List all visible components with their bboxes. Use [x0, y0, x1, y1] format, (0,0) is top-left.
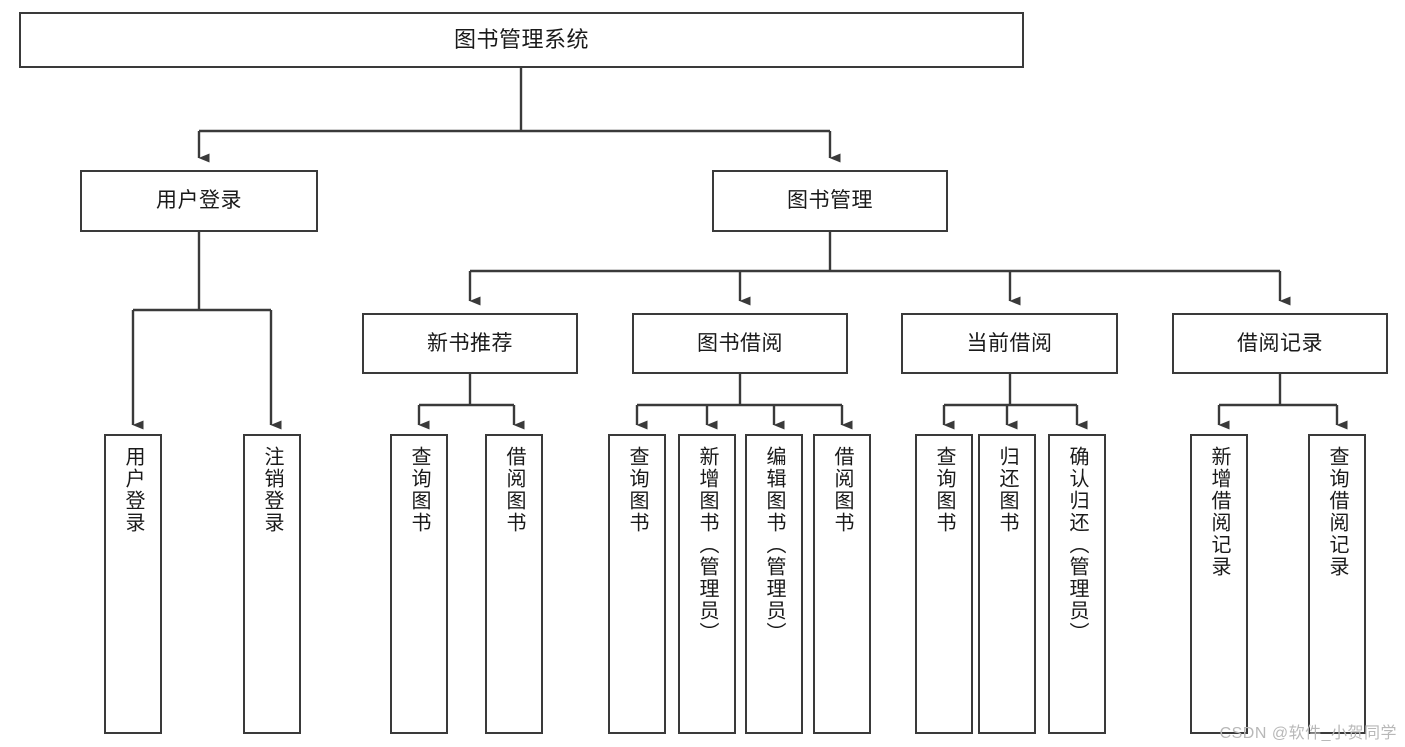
node-label: 确认归还（管理员）: [1066, 446, 1088, 644]
node-label: 图书管理: [787, 189, 873, 213]
leaf-borrow-edit-book[interactable]: 编辑图书（管理员）: [745, 434, 803, 734]
node-label: 新增图书（管理员）: [696, 446, 718, 644]
node-label: 图书管理系统: [453, 26, 589, 52]
node-label: 当前借阅: [966, 331, 1053, 355]
leaf-recommend-borrow-book[interactable]: 借阅图书: [485, 434, 543, 734]
node-label: 借阅图书: [503, 446, 525, 534]
leaf-borrow-query-book[interactable]: 查询图书: [608, 434, 666, 734]
leaf-current-return-book[interactable]: 归还图书: [978, 434, 1036, 734]
node-label: 用户登录: [122, 446, 144, 534]
node-label: 查询借阅记录: [1326, 446, 1348, 578]
node-book-management[interactable]: 图书管理: [712, 170, 948, 232]
leaf-user-login-login[interactable]: 用户登录: [104, 434, 162, 734]
node-label: 注销登录: [261, 446, 283, 534]
node-borrow-record[interactable]: 借阅记录: [1172, 313, 1388, 374]
node-label: 新增借阅记录: [1208, 446, 1230, 578]
node-label: 借阅记录: [1237, 331, 1323, 355]
node-label: 查询图书: [626, 446, 648, 534]
node-new-book-recommend[interactable]: 新书推荐: [362, 313, 578, 374]
node-label: 归还图书: [996, 446, 1018, 534]
leaf-recommend-query-book[interactable]: 查询图书: [390, 434, 448, 734]
node-label: 编辑图书（管理员）: [763, 446, 785, 644]
csdn-watermark: CSDN @软件_小贺同学: [1219, 725, 1397, 742]
leaf-current-query-book[interactable]: 查询图书: [915, 434, 973, 734]
leaf-current-confirm-return[interactable]: 确认归还（管理员）: [1048, 434, 1106, 734]
leaf-borrow-borrow-book[interactable]: 借阅图书: [813, 434, 871, 734]
node-label: 借阅图书: [831, 446, 853, 534]
node-label: 用户登录: [156, 189, 242, 213]
node-current-borrow[interactable]: 当前借阅: [901, 313, 1118, 374]
leaf-record-query-record[interactable]: 查询借阅记录: [1308, 434, 1366, 734]
node-book-borrow[interactable]: 图书借阅: [632, 313, 848, 374]
leaf-record-add-record[interactable]: 新增借阅记录: [1190, 434, 1248, 734]
node-label: 图书借阅: [697, 331, 783, 355]
leaf-borrow-add-book[interactable]: 新增图书（管理员）: [678, 434, 736, 734]
node-label: 查询图书: [408, 446, 430, 534]
node-user-login[interactable]: 用户登录: [80, 170, 318, 232]
node-label: 新书推荐: [427, 331, 513, 355]
leaf-user-login-logout[interactable]: 注销登录: [243, 434, 301, 734]
node-label: 查询图书: [933, 446, 955, 534]
node-system-root[interactable]: 图书管理系统: [19, 12, 1024, 68]
